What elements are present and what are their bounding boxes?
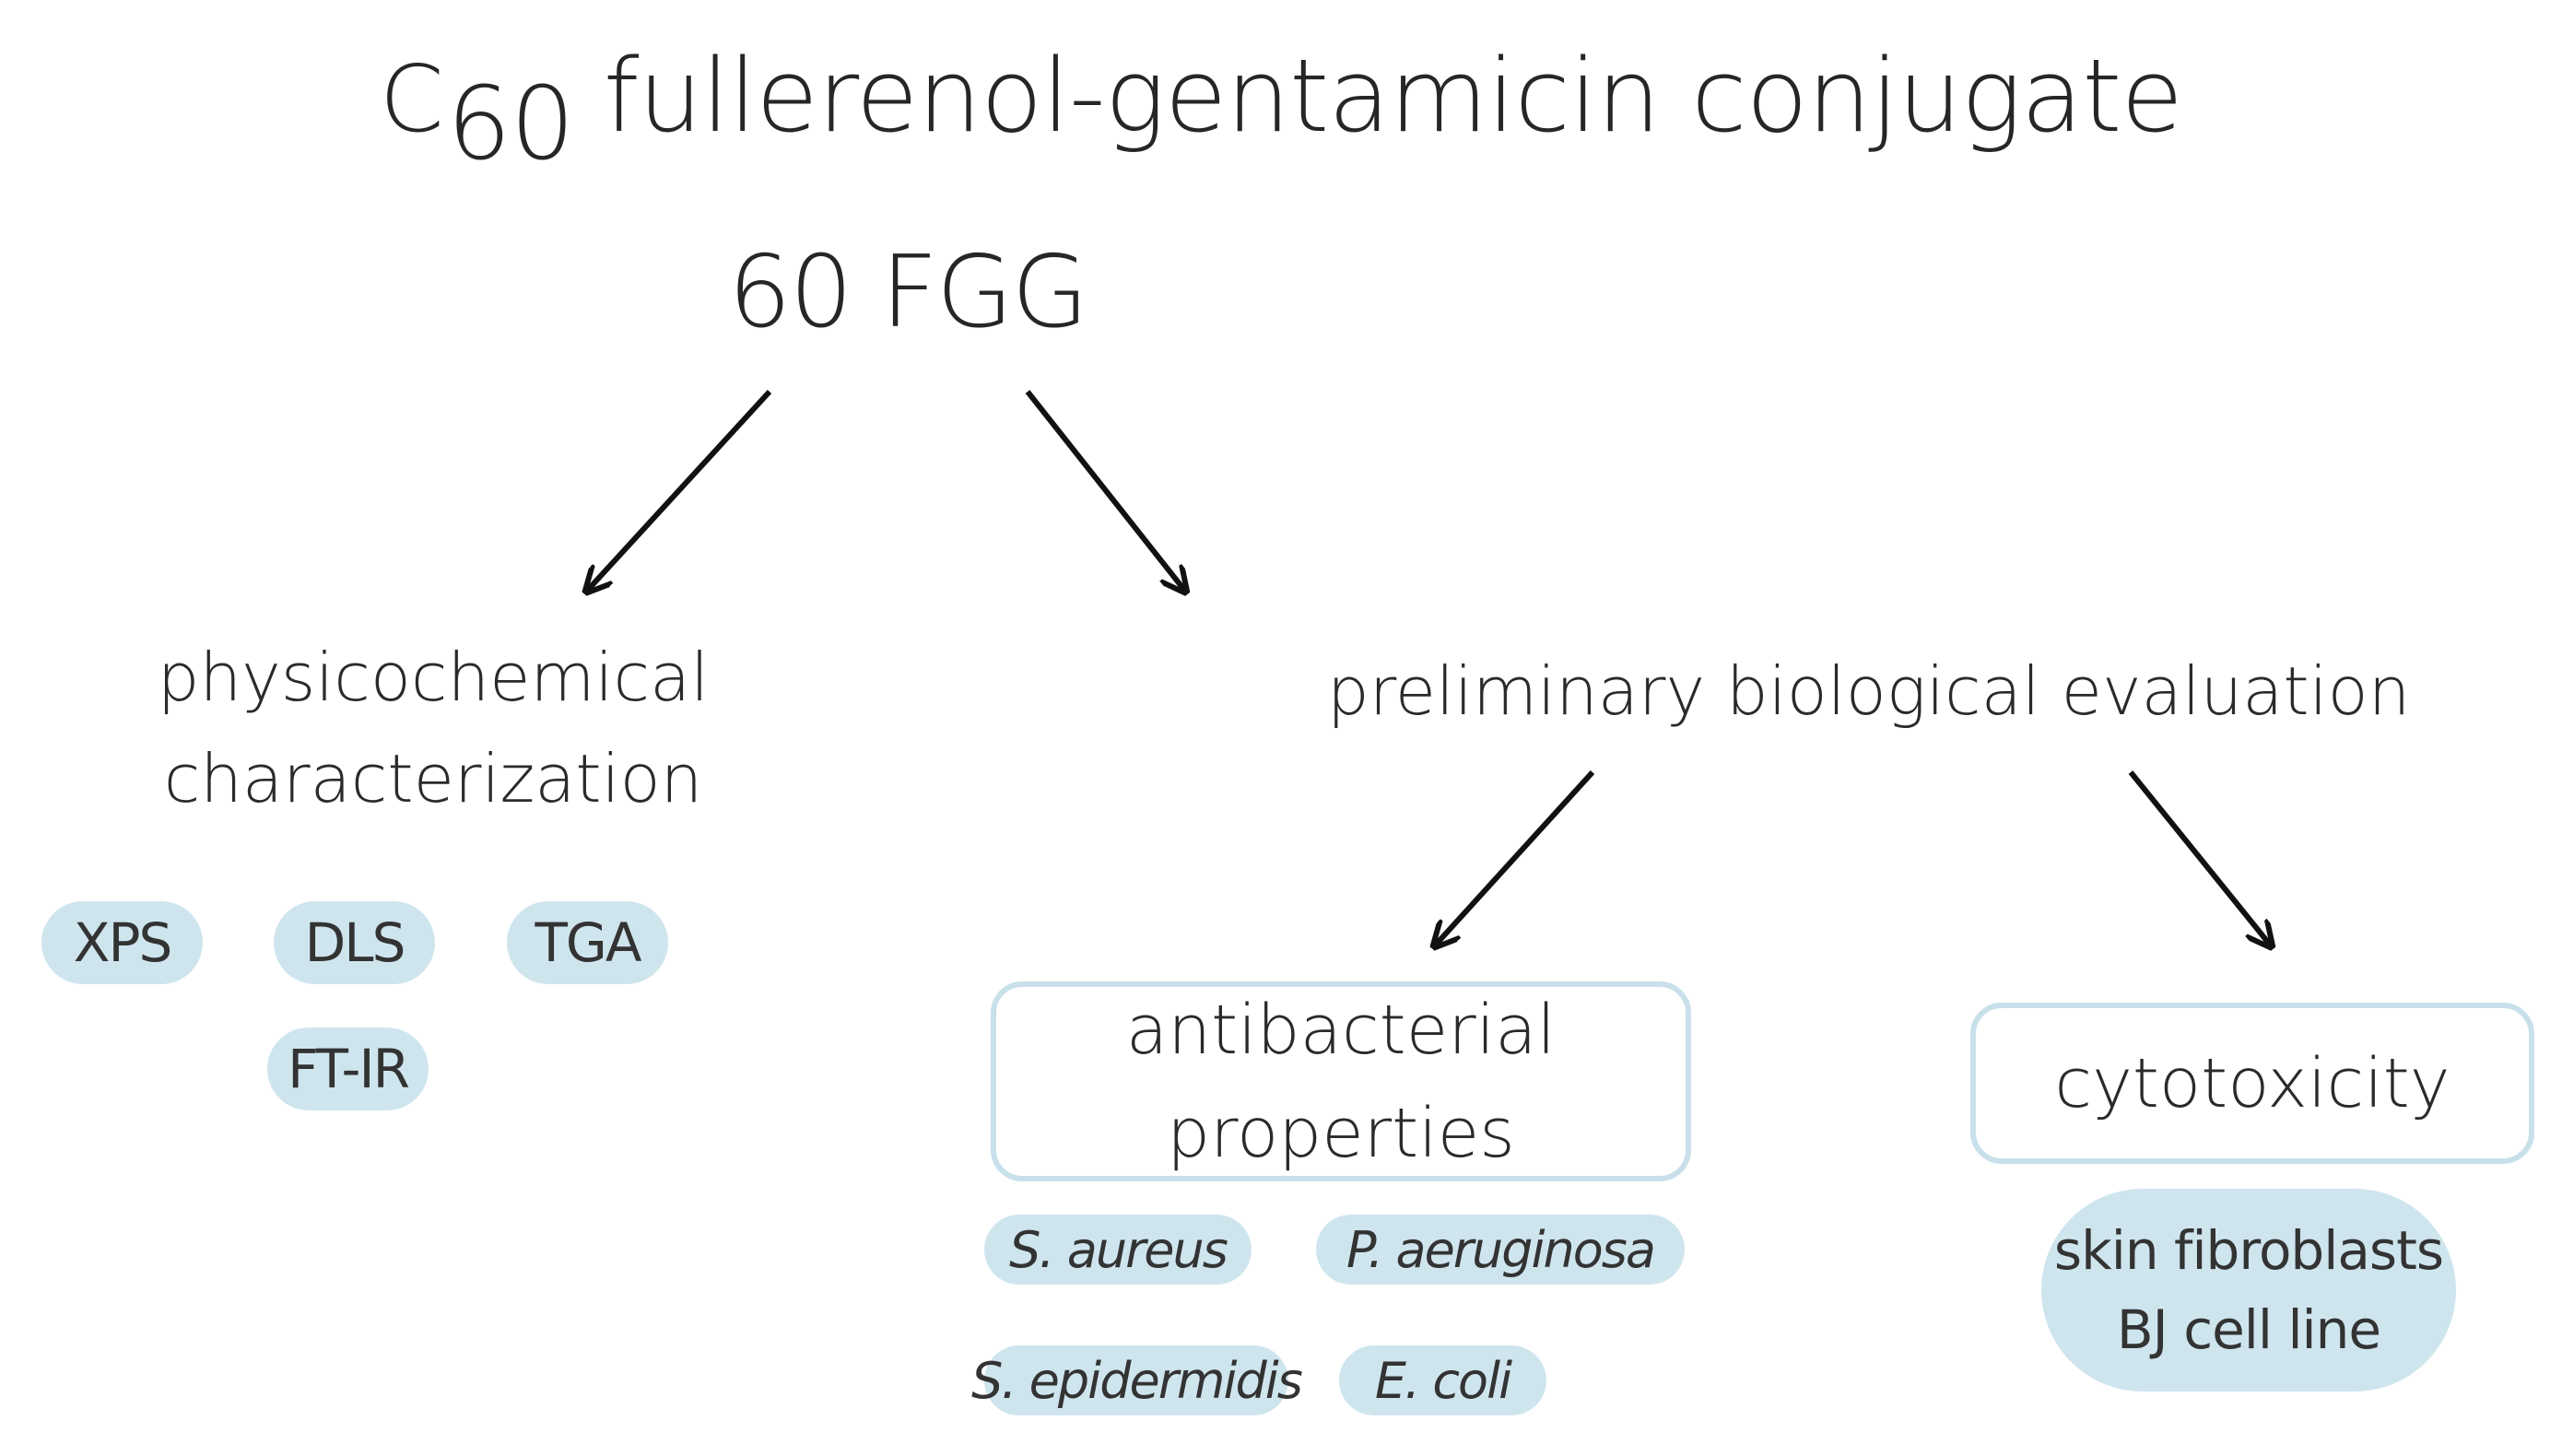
method-pill: FT-IR — [267, 1027, 429, 1110]
cytotoxicity-box: cytotoxicity — [1970, 1003, 2534, 1164]
arrow-to-cytotoxicity — [2128, 770, 2270, 945]
cell-line-blob: skin fibroblasts BJ cell line — [2041, 1189, 2456, 1391]
physicochemical-heading: physicochemical characterization — [157, 639, 710, 817]
title-subscript: 60 — [446, 65, 575, 182]
arrow-to-physico — [588, 389, 772, 590]
antibacterial-box: antibacterial properties — [991, 981, 1691, 1181]
title-text: fullerenol-gentamicin conjugate — [603, 37, 2183, 155]
method-pill: XPS — [41, 901, 203, 984]
arrow-to-antibacterial — [1436, 769, 1595, 945]
biological-evaluation-heading: preliminary biological evaluation — [1327, 652, 2411, 730]
compound-abbreviation: 60 FGG — [728, 235, 1088, 350]
strain-pill: S. aureus — [984, 1215, 1252, 1285]
strain-pill: S. epidermidis — [971, 1345, 1303, 1415]
strain-pill: E. coli — [1339, 1345, 1546, 1415]
method-pill: TGA — [507, 901, 668, 984]
arrow-to-bio — [1025, 390, 1184, 590]
strain-pill: P. aeruginosa — [1316, 1215, 1685, 1285]
method-pill: DLS — [274, 901, 435, 984]
title-carbon: C — [379, 45, 444, 153]
